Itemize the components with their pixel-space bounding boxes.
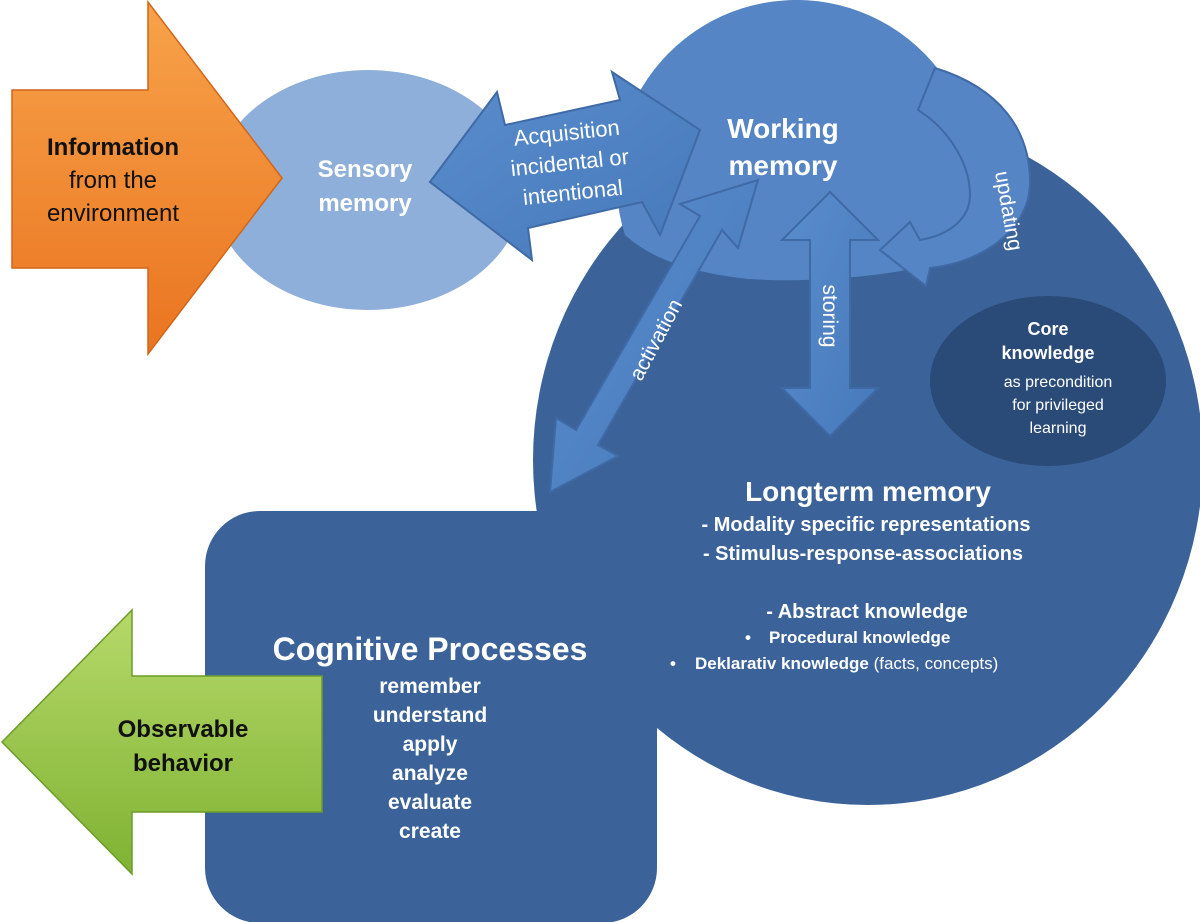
observable-behavior-line1: Observable [118,716,249,743]
working-memory-line2: memory [729,150,838,181]
storing-double-arrow [779,190,881,438]
core-knowledge-line2: knowledge [1001,343,1094,363]
information-title: Information [47,134,179,161]
longterm-memory-title: Longterm memory [745,476,991,507]
storing-label: storing [818,284,841,347]
sensory-memory-line2: memory [318,190,412,217]
sensory-memory-line1: Sensory [318,156,413,183]
activation-double-arrow [548,178,760,494]
working-memory-line1: Working [727,113,838,144]
longterm-memory-circle [533,115,1200,805]
longterm-item-stimulus: - Stimulus-response-associations [703,543,1023,565]
longterm-item-modality: - Modality specific representations [702,514,1031,536]
cognitive-processes-title: Cognitive Processes [273,631,588,667]
information-line2: from the [69,167,157,194]
cognitive-item-0: remember [379,675,481,698]
longterm-item-procedural: Procedural knowledge [769,628,950,647]
core-knowledge-line4: for privileged [1012,397,1104,414]
cognitive-item-4: evaluate [388,791,472,814]
longterm-item-deklarativ: Deklarativ knowledge (facts, concepts) [695,654,998,673]
acquisition-double-arrow [428,69,702,263]
longterm-item-abstract: - Abstract knowledge [766,601,968,623]
cognitive-processes-box [205,511,657,922]
updating-arrow [878,66,1032,288]
information-line3: environment [47,200,179,227]
cognitive-items-list: remember understand apply analyze evaluate cr… [373,675,487,843]
core-knowledge-line5: learning [1030,420,1087,437]
cognitive-item-3: analyze [392,762,468,785]
deklarativ-bold: Deklarativ knowledge [695,654,869,673]
cognitive-item-1: understand [373,704,487,727]
core-knowledge-line3: as precondition [1004,374,1113,391]
observable-behavior-arrow [0,608,323,876]
observable-behavior-line2: behavior [133,750,233,777]
longterm-bullet-2: • [670,654,676,673]
longterm-bullet-1: • [745,628,751,647]
core-knowledge-ellipse [930,296,1166,466]
sensory-memory-ellipse [213,70,523,310]
deklarativ-rest: (facts, concepts) [869,654,998,673]
cognitive-item-2: apply [403,733,458,756]
cognitive-item-5: create [399,820,461,843]
core-knowledge-line1: Core [1027,319,1068,339]
information-arrow [11,0,283,357]
